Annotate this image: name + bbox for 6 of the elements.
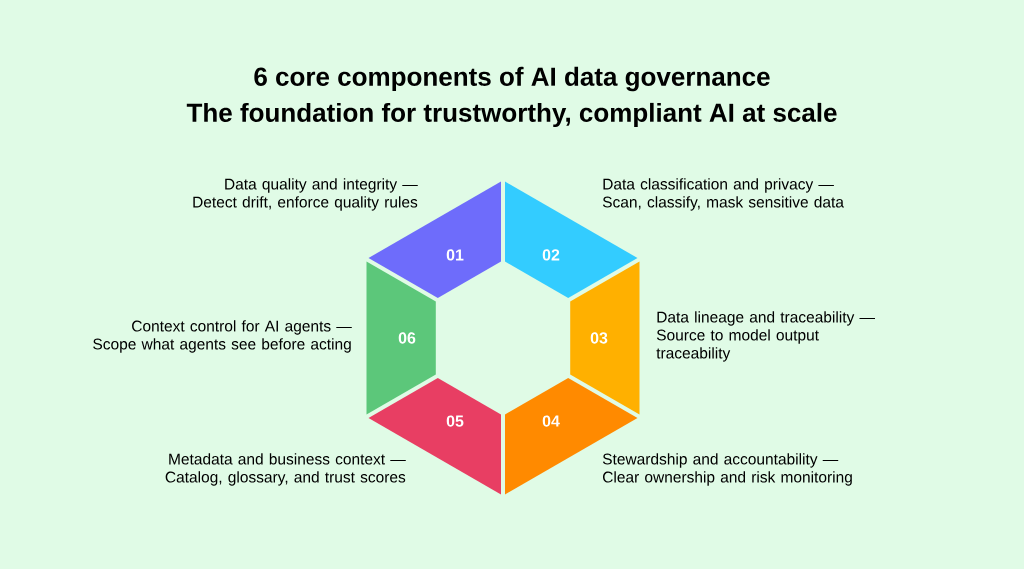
hexagon-segment: 06	[366, 261, 436, 415]
subtitle: The foundation for trustworthy, compliant AI at scale	[186, 102, 837, 128]
component-description: Data lineage and traceability — Source to model output traceability	[656, 311, 875, 362]
title: 6 core components of AI data governance	[254, 66, 770, 92]
component-description: Context control for AI agents — Scope what agents see before acting	[93, 320, 352, 353]
hexagon-segment: 03	[570, 261, 640, 415]
